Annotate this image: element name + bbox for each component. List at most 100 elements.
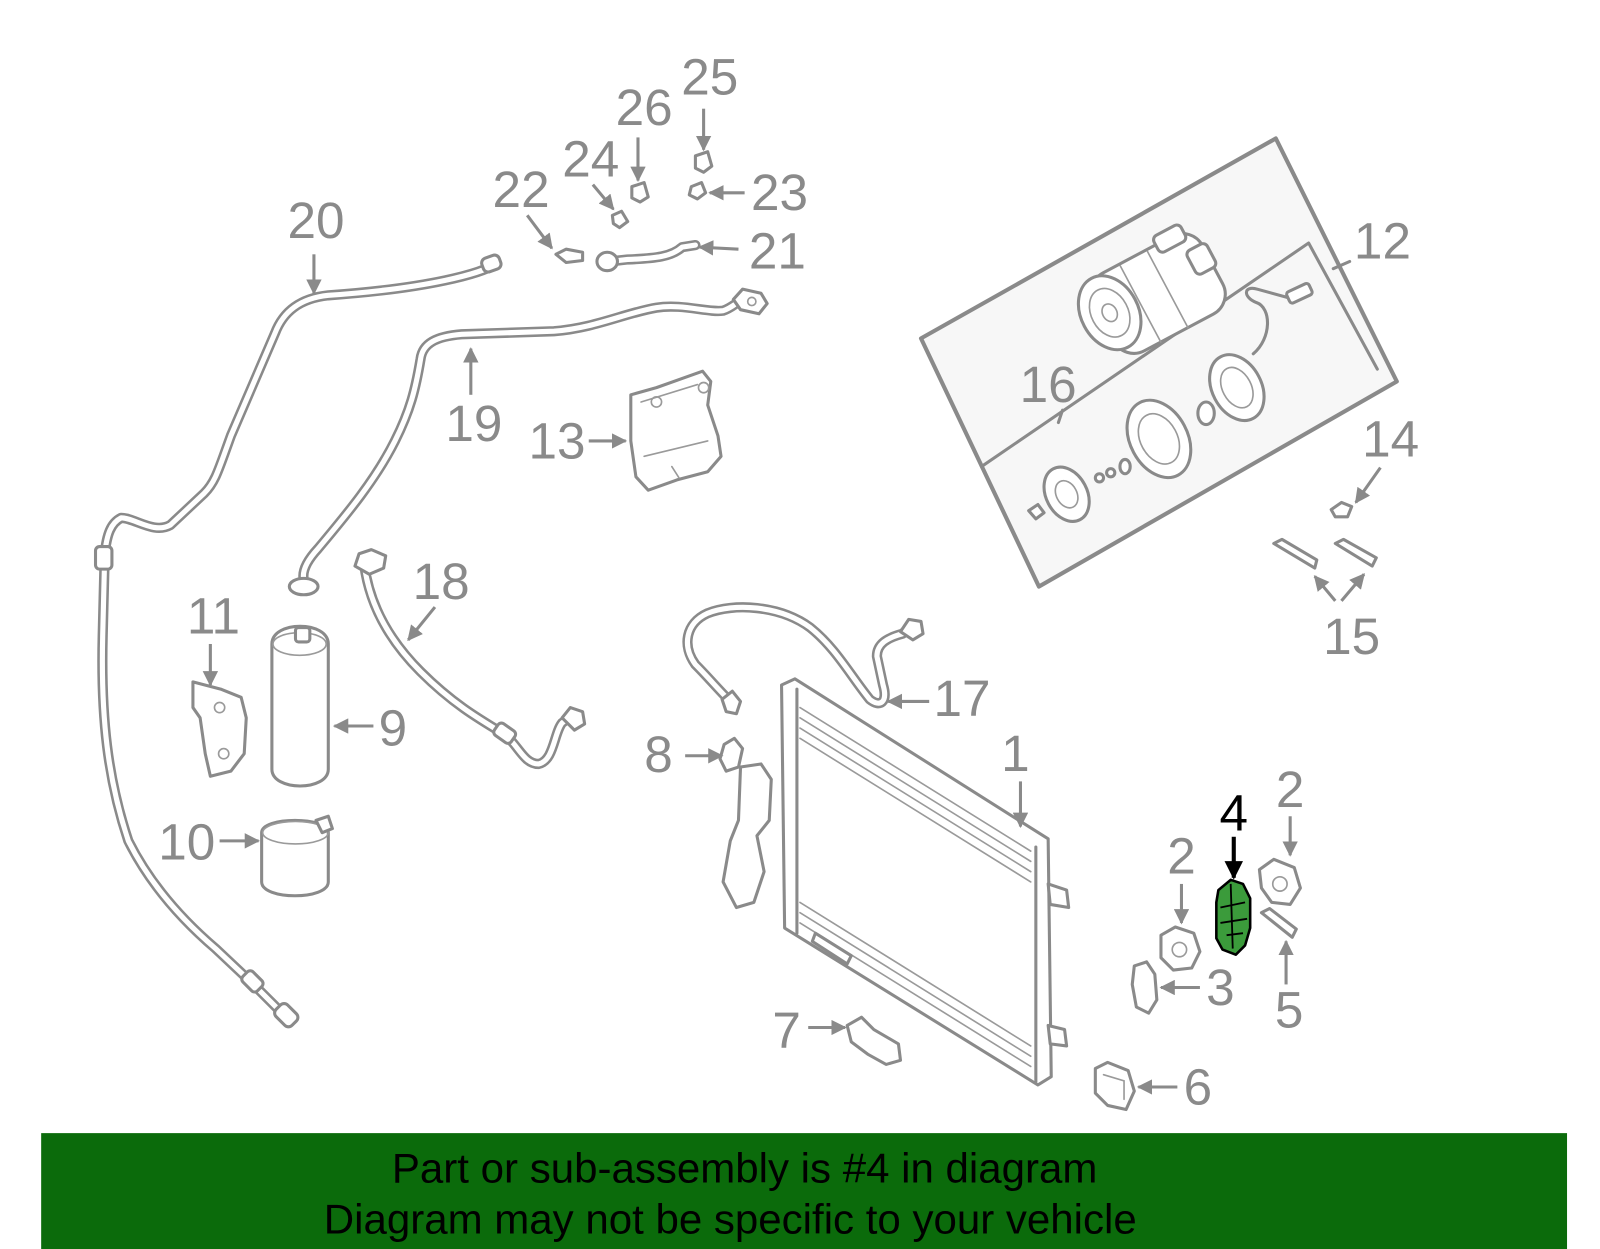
shim <box>1105 467 1117 479</box>
hose-17-end-fitting <box>720 689 743 716</box>
leader-15a <box>1313 575 1337 602</box>
hose-20 <box>93 253 503 1029</box>
block-6-edge <box>1102 1073 1125 1101</box>
cap-26 <box>630 180 650 204</box>
hose-21-nut <box>595 250 620 273</box>
clip-14-body <box>1329 500 1354 519</box>
hose-18-collar <box>492 721 518 745</box>
bracket-13-hole <box>650 396 663 408</box>
callout-19: 19 <box>445 395 502 452</box>
leader-14 <box>1354 466 1382 504</box>
info-banner: Part or sub-assembly is #4 in diagram Di… <box>41 1133 1568 1249</box>
part-4-highlighted <box>1215 878 1252 956</box>
callout-10: 10 <box>158 813 215 870</box>
callout-13: 13 <box>528 412 585 469</box>
cap-23-body <box>687 180 708 201</box>
leader-24 <box>591 183 615 211</box>
clutch-plate-hub <box>1054 479 1079 509</box>
hose-18-top-fitting <box>353 548 388 576</box>
snap-ring <box>1196 400 1216 427</box>
callout-12: 12 <box>1354 212 1411 269</box>
clutch-plate <box>1042 465 1091 523</box>
bracket-7-body <box>845 1015 903 1066</box>
hose-20-fitting-top <box>480 253 503 274</box>
callout-11: 11 <box>187 588 240 645</box>
condenser-left-bracket <box>721 762 773 910</box>
leader-15b <box>1340 573 1366 602</box>
sub-assembly-frame <box>979 241 1379 469</box>
bolts-15 <box>1272 537 1378 570</box>
callout-25: 25 <box>681 48 738 105</box>
clamp-rim <box>261 820 330 845</box>
hose-18-end-fitting <box>560 706 587 732</box>
callout-24: 24 <box>562 130 619 187</box>
block-6 <box>1093 1060 1136 1112</box>
callout-17: 17 <box>934 670 991 727</box>
coil-connector <box>1285 281 1314 305</box>
callout-9: 9 <box>379 700 408 757</box>
callout-22: 22 <box>493 161 550 218</box>
hose-20-collar-lower <box>240 969 265 994</box>
part-4-details <box>1220 883 1248 949</box>
assembly-frame <box>918 136 1399 589</box>
compressor-assembly-12 <box>918 136 1399 589</box>
receiver-drier-9 <box>270 624 330 788</box>
bracket-13-plate <box>629 369 723 492</box>
bolt-15b <box>1333 537 1378 568</box>
drier-cap <box>293 626 312 644</box>
clamp-10 <box>260 814 334 898</box>
clip-14 <box>1329 500 1354 519</box>
condenser-seal <box>810 931 853 966</box>
callout-7: 7 <box>772 1002 801 1059</box>
bracket-2-right <box>1257 857 1302 906</box>
callout-16: 16 <box>1020 356 1077 413</box>
hose-18 <box>353 548 587 764</box>
compressor-ribs <box>1119 250 1189 343</box>
callout-21: 21 <box>749 223 806 280</box>
compressor-port <box>1185 242 1218 276</box>
bracket-2-left-body <box>1159 925 1202 972</box>
part-4-body <box>1215 878 1252 956</box>
banner-background <box>41 1133 1568 1249</box>
callout-23: 23 <box>751 164 808 221</box>
bracket-11 <box>191 680 248 778</box>
callout-20: 20 <box>287 192 344 249</box>
field-coil-inner <box>1219 366 1254 409</box>
compressor-hub <box>1101 303 1119 323</box>
bracket-13-hole <box>697 381 710 394</box>
cap-25 <box>693 150 714 174</box>
bracket-13 <box>629 369 723 492</box>
shim <box>1118 457 1132 476</box>
cap-26-body <box>630 180 650 204</box>
hose-21 <box>595 245 695 273</box>
callout-26: 26 <box>616 79 673 136</box>
callout-16-tick <box>1056 408 1065 425</box>
bolt-5 <box>1259 907 1298 939</box>
bolt-5-body <box>1259 907 1298 939</box>
callout-2-left: 2 <box>1167 828 1196 885</box>
banner-line-1: Part or sub-assembly is #4 in diagram <box>392 1144 1097 1191</box>
bracket-11-plate <box>191 680 248 778</box>
leader-arrows <box>202 108 1382 1095</box>
hose-17-top-fitting <box>898 617 925 642</box>
callout-6: 6 <box>1184 1058 1213 1115</box>
hose-20-end-nut <box>273 1002 300 1029</box>
compressor-pulley <box>1076 274 1143 352</box>
bracket-13-edges <box>640 383 709 479</box>
callout-2-right: 2 <box>1276 761 1305 818</box>
drier-canister <box>270 624 330 788</box>
clutch-pulley <box>1125 398 1193 480</box>
bolt-15a <box>1272 537 1319 570</box>
compressor-pulley-inner <box>1088 287 1131 338</box>
fitting-8-body <box>718 736 745 773</box>
clutch-pulley-inner <box>1137 412 1181 465</box>
condenser-1 <box>721 677 1071 1087</box>
hose-19-end-fitting <box>287 576 320 597</box>
bracket-2-right-hole <box>1271 875 1288 892</box>
clutch-bolt <box>1027 502 1046 521</box>
bracket-7 <box>845 1015 903 1066</box>
hose-17 <box>687 607 925 716</box>
callout-4-highlighted: 4 <box>1220 785 1249 842</box>
block-6-body <box>1093 1060 1136 1112</box>
